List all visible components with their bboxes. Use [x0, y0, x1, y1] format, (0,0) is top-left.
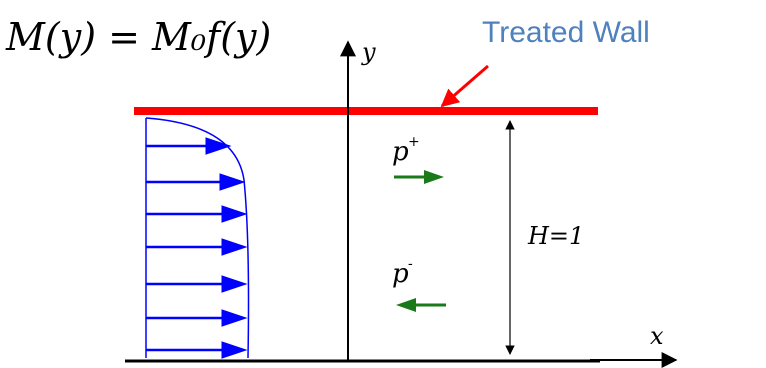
profile-arrow-head	[205, 137, 232, 155]
x-axis-label: x	[650, 322, 664, 350]
wave-plus-superscript: +	[408, 134, 420, 150]
wall-pointer-arrow	[440, 64, 489, 108]
profile-arrow-head	[221, 238, 248, 256]
profile-arrows	[146, 137, 248, 359]
wave-plus-arrow-head	[424, 170, 444, 184]
profile-arrow-head	[221, 341, 248, 359]
profile-curve	[145, 117, 250, 359]
wave-minus-symbol: p	[392, 259, 409, 289]
profile-arrow-head	[219, 173, 246, 191]
wave-plus-symbol: p	[392, 137, 409, 167]
wave-minus-superscript: -	[408, 256, 413, 272]
equation-label: M(y) = M₀f(y)	[5, 15, 271, 59]
y-axis-label: y	[361, 38, 376, 66]
profile-arrow-head	[221, 309, 248, 327]
profile-arrow-head	[221, 205, 248, 223]
mach-profile	[145, 117, 250, 359]
treated-wall-label: Treated Wall	[482, 16, 650, 49]
height-label: H=1	[527, 222, 584, 250]
profile-arrow-head	[221, 275, 248, 293]
wave-minus-arrow-head	[396, 298, 416, 312]
